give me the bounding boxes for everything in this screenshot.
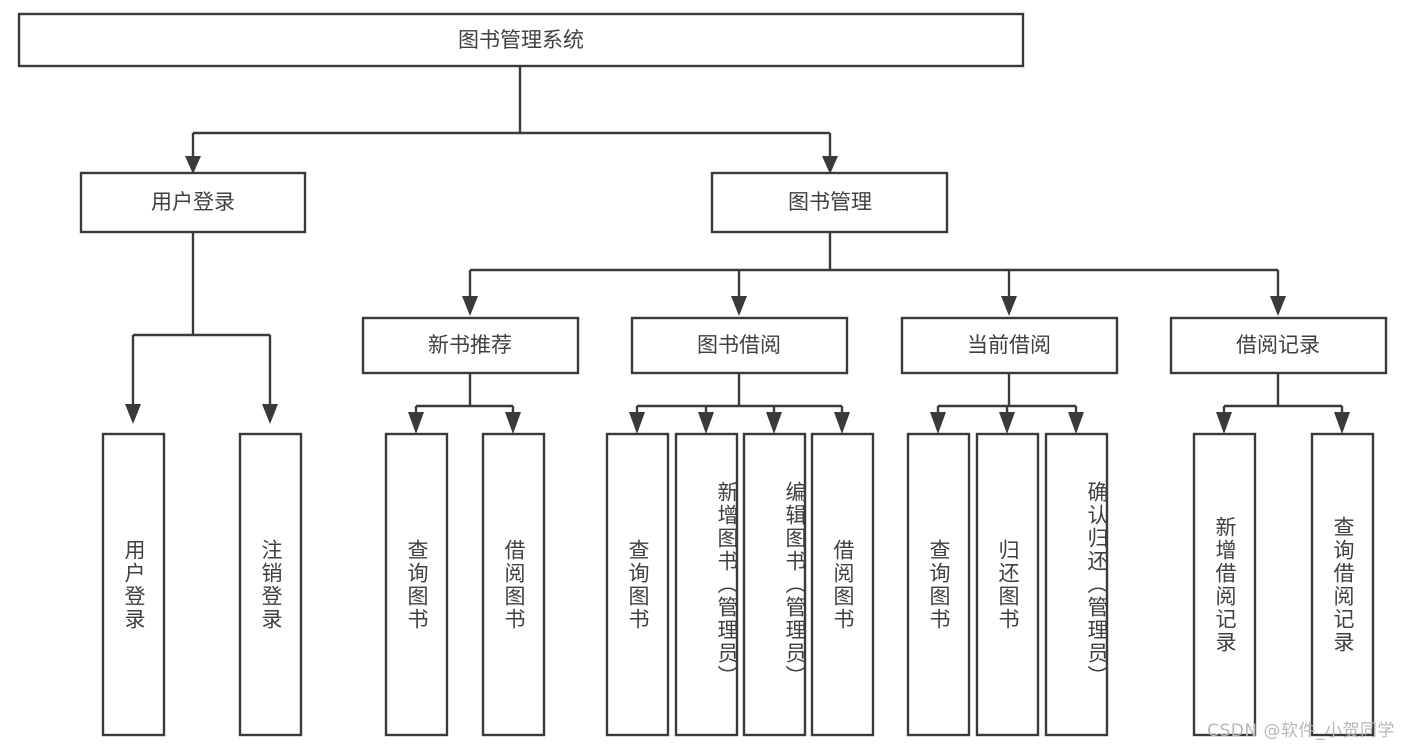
node-root-label: 图书管理系统 [458, 28, 584, 52]
arrow-head-icon [125, 404, 141, 424]
arrow-head-icon [1216, 412, 1232, 434]
node-leaf-box[interactable] [1310, 432, 1375, 737]
node-book-borrow[interactable]: 图书借阅 [630, 316, 849, 375]
node-leaf-box[interactable] [481, 432, 546, 737]
node-root-box[interactable] [17, 12, 1025, 68]
arrow-head-icon [629, 412, 645, 434]
node-book-borrow-label: 图书借阅 [697, 333, 781, 357]
node-leaf-box[interactable] [975, 432, 1040, 737]
node-leaf-box[interactable] [605, 432, 670, 737]
node-user-login[interactable]: 用户登录 [79, 171, 307, 234]
node-new-book-recommend[interactable]: 新书推荐 [361, 316, 580, 375]
node-new-book-recommend-box[interactable] [361, 316, 580, 375]
node-user-login-box[interactable] [79, 171, 307, 234]
node-new-book-recommend-label: 新书推荐 [428, 333, 512, 357]
arrow-head-icon [408, 412, 424, 434]
connector-borrow-to-leaves [629, 373, 850, 434]
connector-record-to-leaves [1216, 373, 1350, 434]
node-leaf-box[interactable] [742, 432, 807, 737]
node-leaf-box[interactable] [238, 432, 303, 737]
connector-current-to-leaves [930, 373, 1084, 434]
node-book-management-box[interactable] [710, 171, 949, 234]
arrow-head-icon [462, 296, 478, 316]
arrow-head-icon [1270, 296, 1286, 316]
node-root[interactable]: 图书管理系统 [17, 12, 1025, 68]
arrow-head-icon [731, 296, 747, 316]
connector-bookmgmt-to-level3 [462, 232, 1286, 316]
node-book-borrow-box[interactable] [630, 316, 849, 375]
arrow-head-icon [999, 412, 1015, 434]
arrow-head-icon [822, 156, 838, 174]
node-borrow-record-box[interactable] [1169, 316, 1388, 375]
node-borrow-record[interactable]: 借阅记录 [1169, 316, 1388, 375]
arrow-head-icon [1334, 412, 1350, 434]
arrow-head-icon [262, 404, 278, 424]
node-current-borrow-box[interactable] [900, 316, 1119, 375]
watermark: CSDN @软件_小贺同学 [1207, 721, 1395, 741]
arrow-head-icon [1068, 412, 1084, 434]
node-leaf-box[interactable] [101, 432, 166, 737]
node-current-borrow[interactable]: 当前借阅 [900, 316, 1119, 375]
arrow-head-icon [698, 412, 714, 434]
arrow-head-icon [1001, 296, 1017, 316]
connector-root-to-level2 [185, 66, 838, 174]
node-leaf-box[interactable] [906, 432, 971, 737]
node-user-login-label: 用户登录 [151, 190, 235, 214]
node-book-management[interactable]: 图书管理 [710, 171, 949, 234]
node-leaf-box[interactable] [384, 432, 449, 737]
arrow-head-icon [505, 412, 521, 434]
arrow-head-icon [834, 412, 850, 434]
arrow-head-icon [930, 412, 946, 434]
arrow-head-icon [766, 412, 782, 434]
connector-userlogin-to-leaves [125, 232, 278, 424]
node-leaf-box[interactable] [674, 432, 739, 737]
node-current-borrow-label: 当前借阅 [967, 333, 1051, 357]
arrow-head-icon [185, 156, 201, 174]
node-book-management-label: 图书管理 [788, 190, 872, 214]
node-borrow-record-label: 借阅记录 [1236, 333, 1320, 357]
connector-newbook-to-leaves [408, 373, 521, 434]
node-leaf-box[interactable] [810, 432, 875, 737]
node-leaf-box[interactable] [1192, 432, 1257, 737]
node-leaf-box[interactable] [1044, 432, 1109, 737]
